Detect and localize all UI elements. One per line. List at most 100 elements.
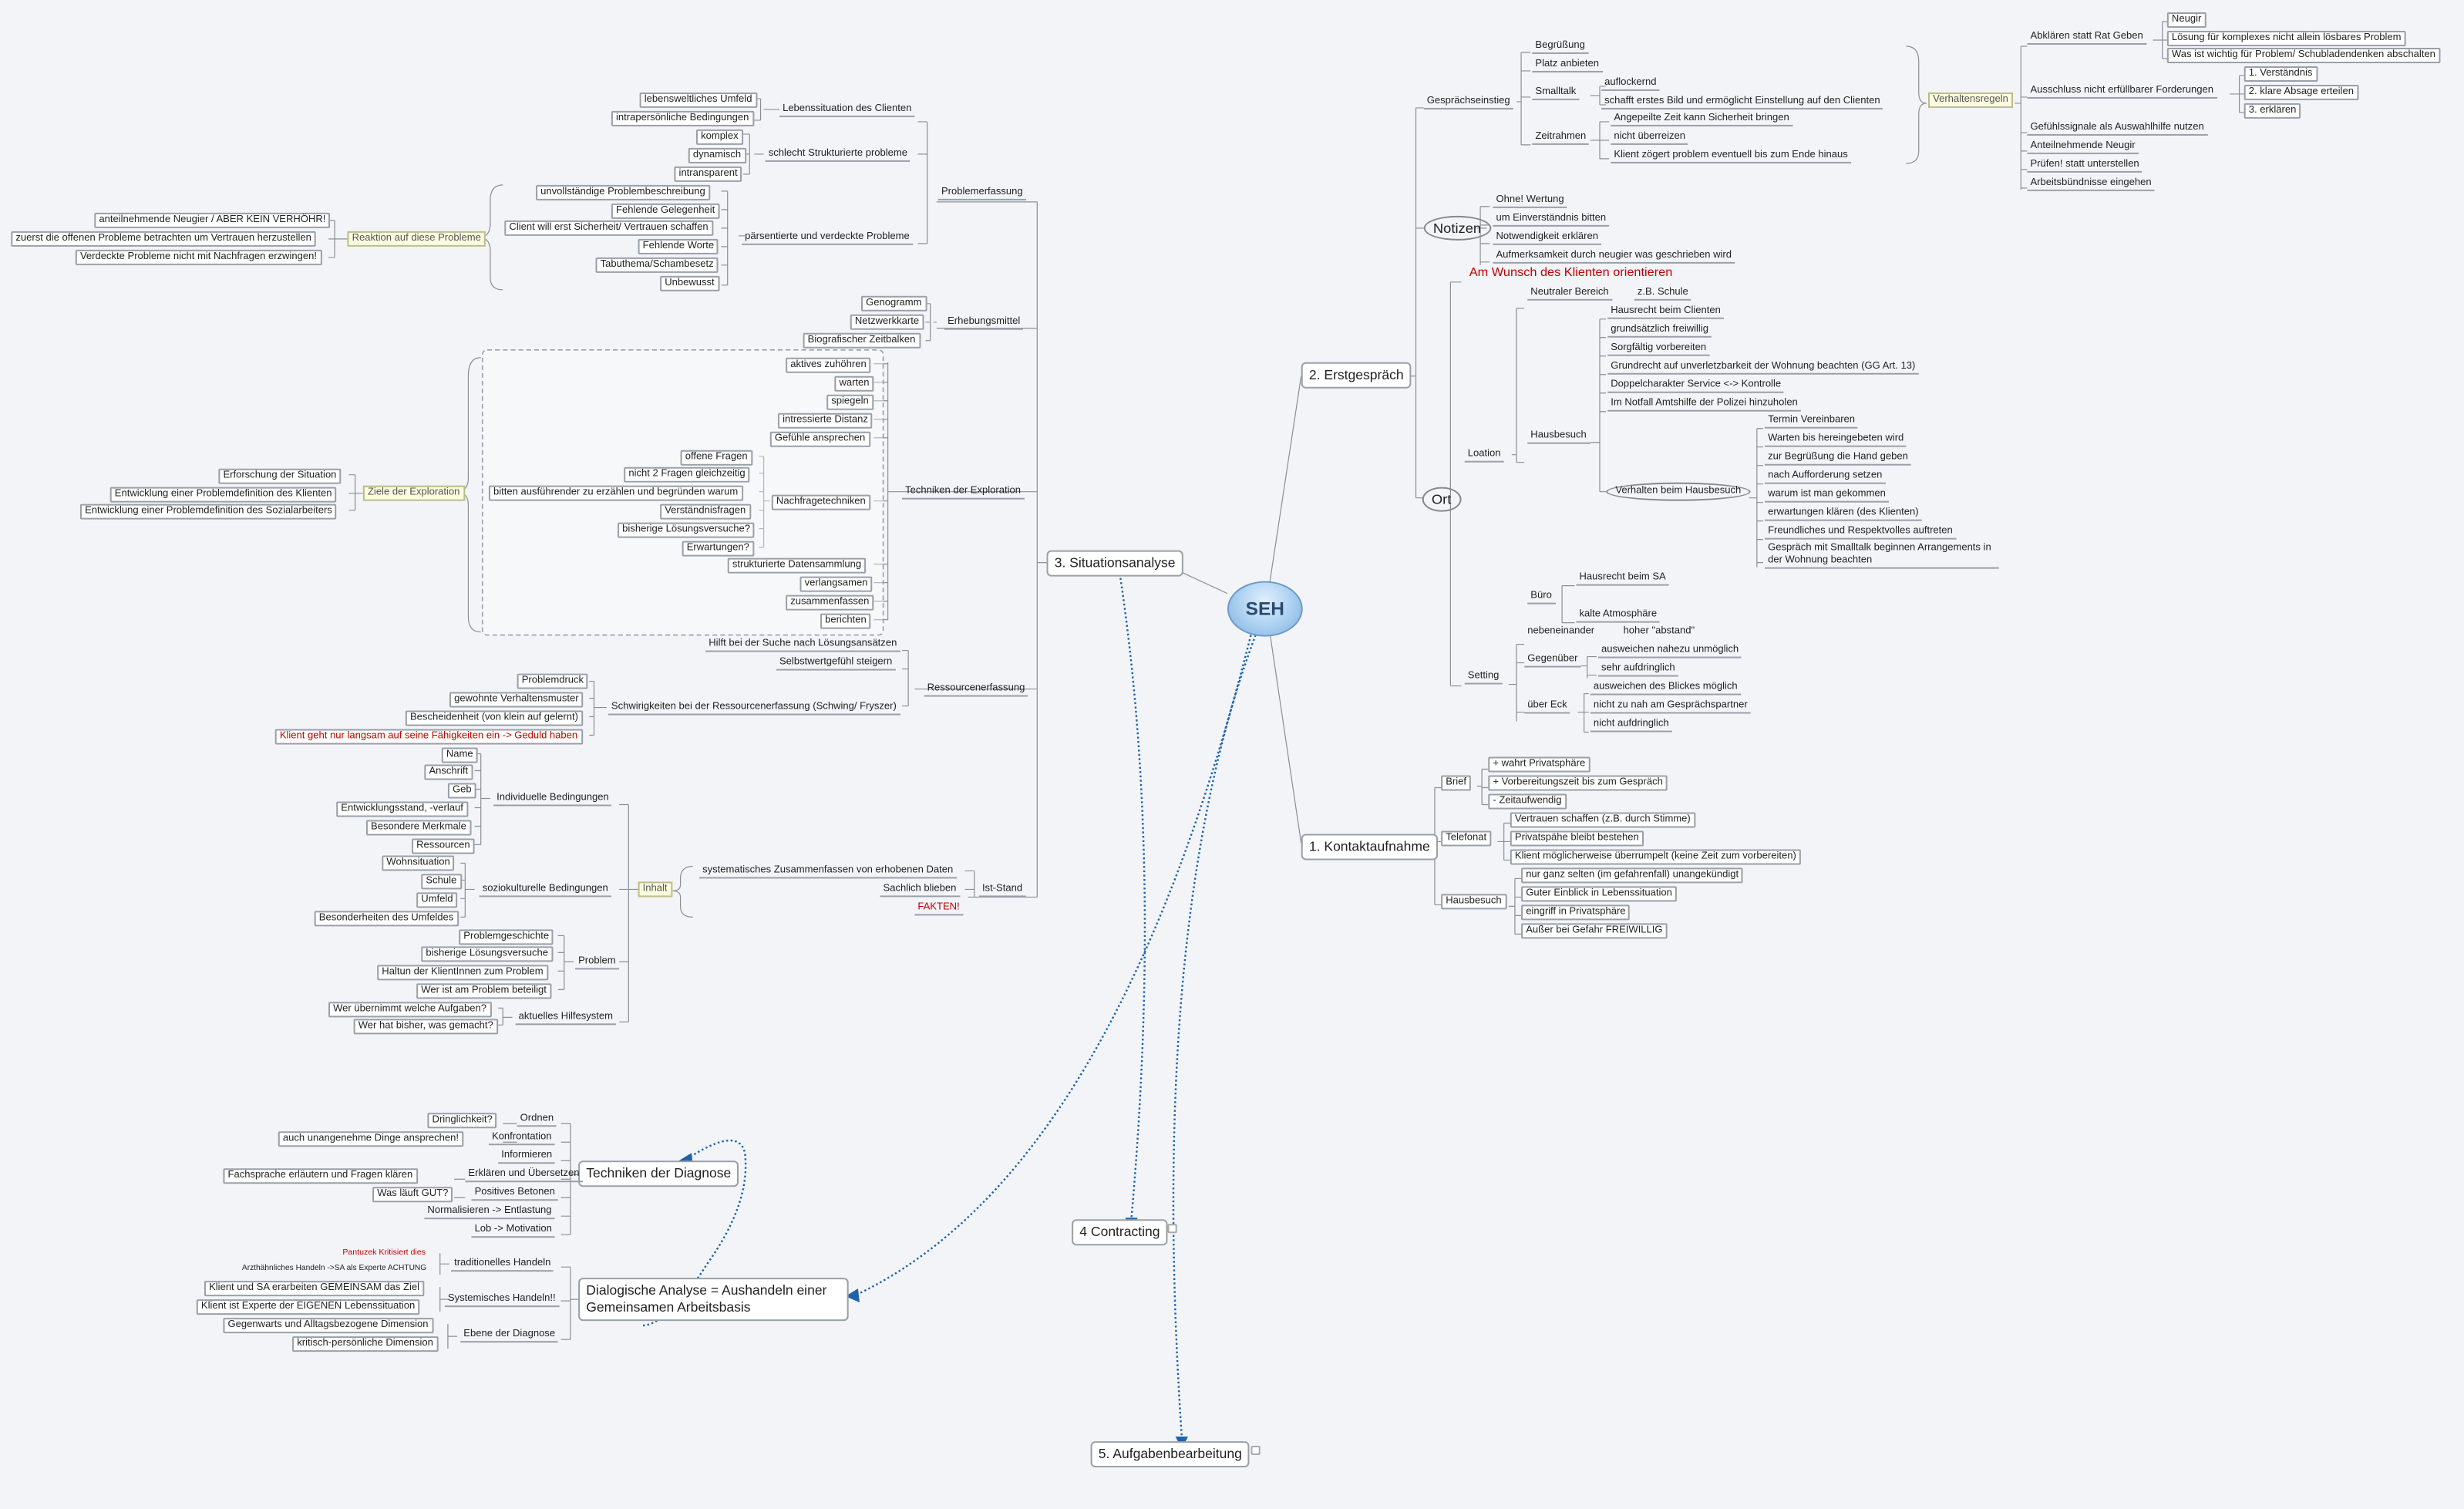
node-verhaltensregeln[interactable]: Verhaltensregeln xyxy=(1927,92,2013,108)
node-gemeinsam-ziel[interactable]: Klient und SA erarbeiten GEMEINSAM das Z… xyxy=(204,1281,425,1297)
node-termin[interactable]: Termin Vereinbaren xyxy=(1765,415,1859,429)
node-ressourcen[interactable]: Ressourcen xyxy=(412,838,475,854)
node-ressourcenerfassung[interactable]: Ressourcenerfassung xyxy=(924,683,1028,697)
node-erwartungen-klaeren[interactable]: erwartungen klären (des Klienten) xyxy=(1765,507,1922,521)
node-gefuehle[interactable]: Gefühle ansprechen xyxy=(769,431,870,447)
node-reaktion-1[interactable]: anteilnehmende Neugier / ABER KEIN VERHÖ… xyxy=(94,212,331,228)
node-neutraler-bereich[interactable]: Neutraler Bereich xyxy=(1527,287,1612,301)
node-klient-zoegert[interactable]: Klient zögert problem eventuell bis zum … xyxy=(1611,150,1851,163)
node-brief[interactable]: Brief xyxy=(1441,775,1472,791)
node-zeitrahmen[interactable]: Zeitrahmen xyxy=(1532,131,1590,145)
node-freundlich[interactable]: Freundliches und Respektvolles auftreten xyxy=(1765,526,1956,540)
node-freiwillig[interactable]: grundsätzlich freiwillig xyxy=(1607,324,1712,338)
node-selbstwert[interactable]: Selbstwertgefühl steigern xyxy=(776,657,896,671)
node-ist-stand[interactable]: Ist-Stand xyxy=(978,883,1026,898)
node-telefonat[interactable]: Telefonat xyxy=(1441,830,1492,847)
node-intrapersoenliche-bedingungen[interactable]: intrapersönliche Bedingungen xyxy=(611,110,754,126)
node-datensammlung[interactable]: strukturierte Datensammlung xyxy=(727,557,867,574)
node-anschrift[interactable]: Anschrift xyxy=(424,764,473,780)
node-hoher-abstand[interactable]: hoher "abstand" xyxy=(1623,625,1695,637)
node-lebensweltliches-umfeld[interactable]: lebensweltliches Umfeld xyxy=(639,92,757,108)
node-begruessung[interactable]: Begrüßung xyxy=(1532,40,1588,54)
node-pv-1[interactable]: unvollständige Problembeschreibung xyxy=(536,184,710,200)
node-hilft-suche[interactable]: Hilft bei der Suche nach Lösungsansätzen xyxy=(705,638,900,652)
node-hand-geben[interactable]: zur Begrüßung die Hand geben xyxy=(1765,452,1911,466)
node-amtshilfe[interactable]: Im Notfall Amtshilfe der Polizei hinzuho… xyxy=(1607,398,1801,412)
node-schule[interactable]: Schule xyxy=(421,874,462,890)
topic-contracting[interactable]: 4 Contracting xyxy=(1072,1219,1168,1246)
node-aufgaben[interactable]: Wer übernimmt welche Aufgaben? xyxy=(328,1002,492,1018)
node-pv-5[interactable]: Tabuthema/Schambesetz xyxy=(595,257,719,273)
node-bisher-gemacht[interactable]: Wer hat bisher, was gemacht? xyxy=(353,1019,498,1035)
node-vertrauen-stimme[interactable]: Vertrauen schaffen (z.B. durch Stimme) xyxy=(1510,812,1695,828)
node-netzwerkkarte[interactable]: Netzwerkkarte xyxy=(850,314,924,330)
node-neugir[interactable]: Neugir xyxy=(2166,12,2206,28)
node-pv-4[interactable]: Fehlende Worte xyxy=(638,238,719,254)
node-abklaeren[interactable]: Abklären statt Rat Geben xyxy=(2027,31,2146,45)
node-dynamisch[interactable]: dynamisch xyxy=(688,147,746,163)
node-warten[interactable]: warten xyxy=(834,376,874,392)
node-bisherige-loesungsversuche[interactable]: bisherige Lösungsversuche xyxy=(421,946,554,962)
node-hausbesuch-ort[interactable]: Hausbesuch xyxy=(1527,430,1590,444)
node-einverstaendnis[interactable]: um Einverständnis bitten xyxy=(1493,213,1610,227)
node-umfeld[interactable]: Umfeld xyxy=(416,892,458,908)
node-ausweichen-unmoeglich[interactable]: ausweichen nahezu unmöglich xyxy=(1597,645,1742,659)
node-erklaeren[interactable]: Erklären und Übersetzen xyxy=(465,1168,583,1183)
node-entwicklungsstand[interactable]: Entwicklungsstand, -verlauf xyxy=(336,801,468,817)
node-nachfragetechniken[interactable]: Nachfragetechniken xyxy=(771,494,870,510)
node-loesungsversuche[interactable]: bisherige Lösungsversuche? xyxy=(618,522,756,538)
node-fachsprache[interactable]: Fachsprache erläutern und Fragen klären xyxy=(223,1168,418,1184)
node-hausrecht-sa[interactable]: Hausrecht beim SA xyxy=(1576,572,1669,586)
node-geb[interactable]: Geb xyxy=(447,783,476,799)
node-spiegeln[interactable]: spiegeln xyxy=(826,394,874,410)
node-nicht-2-fragen[interactable]: nicht 2 Fragen gleichzeitig xyxy=(624,467,750,483)
node-ziele-exploration[interactable]: Ziele der Exploration xyxy=(362,485,465,501)
node-hausbesuch-kontakt[interactable]: Hausbesuch xyxy=(1441,894,1506,910)
node-aufmerksamkeit[interactable]: Aufmerksamkeit durch neugier was geschri… xyxy=(1493,250,1735,264)
node-fakten[interactable]: FAKTEN! xyxy=(914,901,963,916)
topic-erstgespraech[interactable]: 2. Erstgespräch xyxy=(1301,362,1412,389)
node-offene-fragen[interactable]: offene Fragen xyxy=(680,450,752,466)
node-verhalten-hausbesuch[interactable]: Verhalten beim Hausbesuch xyxy=(1606,482,1751,501)
node-vorbereitungszeit[interactable]: + Vorbereitungszeit bis zum Gespräch xyxy=(1488,775,1668,791)
node-problemerfassung[interactable]: Problemerfassung xyxy=(937,187,1026,200)
node-dringlichkeit[interactable]: Dringlichkeit? xyxy=(427,1113,497,1129)
node-notwendigkeit[interactable]: Notwendigkeit erklären xyxy=(1493,231,1602,245)
node-setting[interactable]: Setting xyxy=(1464,671,1503,685)
node-hereingebeten[interactable]: Warten bis hereingebeten wird xyxy=(1765,433,1907,447)
node-wahrt-privatsphaere[interactable]: + wahrt Privatsphäre xyxy=(1488,756,1590,773)
node-unangekuendigt[interactable]: nur ganz selten (im gefahrenfall) unange… xyxy=(1521,867,1744,884)
node-berichten[interactable]: berichten xyxy=(820,613,871,629)
node-reaktion-2[interactable]: zuerst die offenen Probleme betrachten u… xyxy=(11,231,317,247)
node-auflockernd[interactable]: auflockernd xyxy=(1601,77,1660,91)
topic-dialogische-analyse[interactable]: Dialogische Analyse = Aushandeln einer G… xyxy=(578,1278,849,1322)
node-name[interactable]: Name xyxy=(441,747,478,763)
node-nicht-ueberreizen[interactable]: nicht überreizen xyxy=(1611,131,1689,145)
node-besonderheiten-umfeld[interactable]: Besonderheiten des Umfeldes xyxy=(314,911,459,927)
node-inhalt[interactable]: Inhalt xyxy=(638,881,672,898)
root-node[interactable]: SEH xyxy=(1227,581,1303,637)
node-problemdruck[interactable]: Problemdruck xyxy=(517,673,589,689)
node-individuelle-bedingungen[interactable]: Individuelle Bedingungen xyxy=(493,792,612,807)
node-normalisieren[interactable]: Normalisieren -> Entlastung xyxy=(424,1205,555,1220)
node-pv-3[interactable]: Client will erst Sicherheit/ Vertrauen s… xyxy=(504,220,713,236)
node-arzthaehnlich[interactable]: Arzthähnliches Handeln ->SA als Experte … xyxy=(241,1264,427,1274)
node-was-laeuft-gut[interactable]: Was läuft GUT? xyxy=(372,1187,453,1203)
node-smalltalk[interactable]: Smalltalk xyxy=(1532,86,1580,100)
topic-kontaktaufnahme[interactable]: 1. Kontaktaufnahme xyxy=(1301,834,1438,861)
node-location[interactable]: Loation xyxy=(1464,449,1504,463)
node-notizen[interactable]: Notizen xyxy=(1423,215,1491,241)
node-besondere-merkmale[interactable]: Besondere Merkmale xyxy=(365,820,471,836)
node-informieren[interactable]: Informieren xyxy=(498,1150,556,1164)
node-zeitbalken[interactable]: Biografischer Zeitbalken xyxy=(803,332,921,349)
node-erwartungen[interactable]: Erwartungen? xyxy=(682,541,754,557)
node-ausweichen-blick[interactable]: ausweichen des Blickes möglich xyxy=(1590,682,1741,696)
node-pantuzek[interactable]: Pantuzek Kritisiert dies xyxy=(342,1248,426,1258)
node-ziel-1[interactable]: Erforschung der Situation xyxy=(218,468,342,484)
node-ausschluss[interactable]: Ausschluss nicht erfüllbarer Forderungen xyxy=(2027,85,2217,99)
node-arbeitsbuendnisse[interactable]: Arbeitsbündnisse eingehen xyxy=(2027,177,2155,191)
node-bitten-ausfuehrender[interactable]: bitten ausführender zu erzählen und begr… xyxy=(488,485,743,501)
node-warum[interactable]: warum ist man gekommen xyxy=(1765,489,1889,503)
node-systematisches[interactable]: systematisches Zusammenfassen von erhobe… xyxy=(699,864,957,879)
node-doppelcharakter[interactable]: Doppelcharakter Service <-> Kontrolle xyxy=(1607,379,1785,393)
